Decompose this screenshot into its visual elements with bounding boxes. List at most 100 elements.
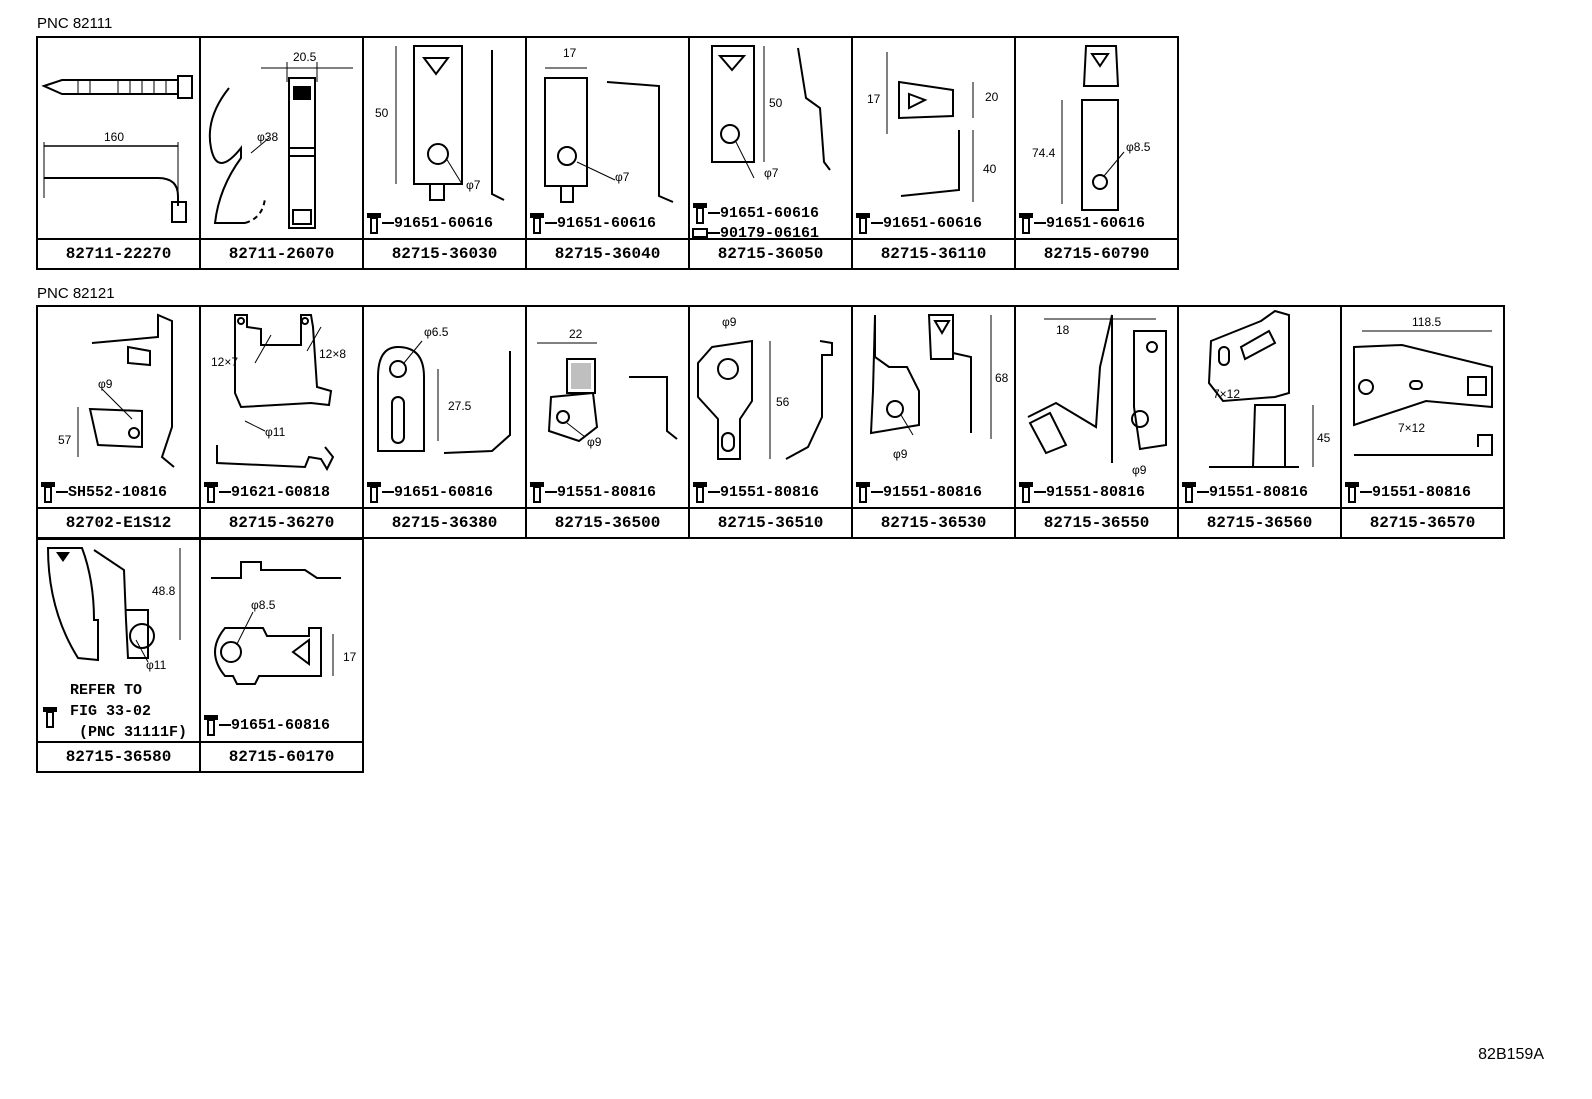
bolt-callout[interactable]: 91651-60616	[529, 212, 656, 234]
bolt-callout[interactable]: 91551-80816	[1018, 481, 1145, 503]
bracket-drawing	[537, 342, 678, 443]
part-cell[interactable]: φ9 56 91551-80816 82715-36510	[688, 305, 853, 539]
part-number[interactable]: 82715-60170	[201, 741, 362, 771]
bolt-part-number[interactable]: 91651-60616	[720, 204, 820, 222]
bolt-part-number[interactable]: 91551-80816	[720, 483, 820, 501]
part-number[interactable]: 82715-36560	[1179, 507, 1340, 537]
bolt-icon	[1019, 213, 1033, 234]
part-cell[interactable]: 118.5 7×12 91551-80816 82715-36570	[1340, 305, 1505, 539]
part-cell[interactable]: 48.8 φ11 REFER TO FIG 33-02 (PNC 31111F)…	[36, 538, 201, 773]
bolt-part-number[interactable]: 91651-60816	[394, 483, 494, 501]
part-number[interactable]: 82715-36050	[690, 238, 851, 268]
part-number[interactable]: 82715-36110	[853, 238, 1014, 268]
dimension-label: 7×12	[1398, 421, 1426, 435]
bolt-callout[interactable]: 91651-60816	[203, 714, 330, 736]
part-cell[interactable]: 12×7 12×8 φ11 91621-G0818 82715-36270	[199, 305, 364, 539]
part-number[interactable]: 82711-26070	[201, 238, 362, 268]
bolt-callout[interactable]: 91551-80816	[855, 481, 982, 503]
dimension-label: 50	[769, 96, 783, 110]
dimension-label: 57	[58, 433, 72, 447]
part-number[interactable]: 82715-36510	[690, 507, 851, 537]
leader-line	[708, 232, 720, 234]
dimension-label: 12×8	[319, 347, 347, 361]
part-cell[interactable]: 18 φ9 91551-80816 82715-36550	[1014, 305, 1179, 539]
leader-line	[1034, 491, 1046, 493]
bolt-callout[interactable]: 91551-80816	[1344, 481, 1471, 503]
bolt-part-number[interactable]: 91621-G0818	[231, 483, 331, 501]
bolt-part-number[interactable]: 91551-80816	[557, 483, 657, 501]
dimension-label: φ7	[466, 178, 481, 192]
dimension-label: 160	[104, 130, 125, 144]
clamp-drawing	[208, 62, 353, 229]
bolt-part-number[interactable]: 91651-60616	[394, 214, 494, 232]
part-number[interactable]: 82715-36040	[527, 238, 688, 268]
bolt-part-number[interactable]: 91651-60616	[1046, 214, 1146, 232]
dimension-label: φ8.5	[1126, 140, 1151, 154]
part-cell[interactable]: 20.5 φ38 82711-26070	[199, 36, 364, 270]
part-cell[interactable]: φ9 57 SH552-10816 82702-E1S12	[36, 305, 201, 539]
leader-line	[708, 212, 720, 214]
part-number[interactable]: 82715-36550	[1016, 507, 1177, 537]
dimension-label: φ9	[587, 435, 602, 449]
bolt-part-number[interactable]: 91651-60616	[557, 214, 657, 232]
dimension-label: φ9	[98, 377, 113, 391]
part-number[interactable]: 82715-60790	[1016, 238, 1177, 268]
dimension-label: 18	[1056, 323, 1070, 337]
part-number[interactable]: 82715-36030	[364, 238, 525, 268]
bolt-part-number[interactable]: 91551-80816	[1372, 483, 1472, 501]
bolt-callout[interactable]: 91651-60616	[366, 212, 493, 234]
bolt-part-number[interactable]: SH552-10816	[68, 483, 168, 501]
leader-line	[708, 491, 720, 493]
bolt-part-number[interactable]: 91551-80816	[1209, 483, 1309, 501]
part-cell[interactable]: 17 φ7 91651-60616 82715-36040	[525, 36, 690, 270]
leader-line	[1197, 491, 1209, 493]
bolt-callout[interactable]: 91651-60816	[366, 481, 493, 503]
part-cell[interactable]: 50 φ7 91651-60616 82715-36030	[362, 36, 527, 270]
part-number[interactable]: 82715-36580	[38, 741, 199, 771]
bolt-part-number[interactable]: 91551-80816	[883, 483, 983, 501]
bolt-part-number[interactable]: 91651-60816	[231, 716, 331, 734]
part-cell[interactable]: 50 φ7 91651-60616 90179-06161 82715-3605…	[688, 36, 853, 270]
part-cell[interactable]: 74.4 φ8.5 91651-60616 82715-60790	[1014, 36, 1179, 270]
bracket-assembly-drawing	[77, 313, 175, 468]
part-cell[interactable]: 22 φ9 91551-80816 82715-36500	[525, 305, 690, 539]
dimension-label: 17	[343, 650, 357, 664]
part-number[interactable]: 82702-E1S12	[38, 507, 199, 537]
bolt-part-number[interactable]: 91651-60616	[883, 214, 983, 232]
part-number[interactable]: 82711-22270	[38, 238, 199, 268]
bracket-drawing	[395, 45, 505, 201]
part-cell[interactable]: φ6.5 27.5 91651-60816 82715-36380	[362, 305, 527, 539]
bolt-part-number[interactable]: 90179-06161	[720, 224, 820, 242]
part-cell[interactable]: φ8.5 17 91651-60816 82715-60170	[199, 538, 364, 773]
bolt-callout[interactable]: 91621-G0818	[203, 481, 330, 503]
bolt-callout[interactable]: 91551-80816	[529, 481, 656, 503]
bolt-callout[interactable]: 91551-80816	[692, 481, 819, 503]
part-number[interactable]: 82715-36270	[201, 507, 362, 537]
part-cell[interactable]: 160 82711-22270	[36, 36, 201, 270]
bracket-drawing	[216, 314, 335, 472]
leader-line	[56, 491, 68, 493]
bolt-callout[interactable]: 91651-60616	[855, 212, 982, 234]
bolt-icon	[856, 482, 870, 503]
part-number[interactable]: 82715-36530	[853, 507, 1014, 537]
section-label-pnc-82111: PNC 82111	[37, 15, 113, 32]
bolt-icon	[856, 213, 870, 234]
part-cell[interactable]: 7×12 45 91551-80816 82715-36560	[1177, 305, 1342, 539]
part-number[interactable]: 82715-36570	[1342, 507, 1503, 537]
bolt-callout[interactable]: 91651-60616	[1018, 212, 1145, 234]
part-number[interactable]: 82715-36500	[527, 507, 688, 537]
bolt-callout[interactable]: 91651-60616	[692, 202, 819, 224]
bolt-part-number[interactable]: 91551-80816	[1046, 483, 1146, 501]
bracket-drawing	[46, 547, 181, 663]
bolt-callout[interactable]: 90179-06161	[692, 222, 819, 244]
bolt-callout[interactable]: 91551-80816	[1181, 481, 1308, 503]
part-cell[interactable]: 17 20 40 91651-60616 82715-36110	[851, 36, 1016, 270]
bolt-icon	[1019, 482, 1033, 503]
dimension-label: 12×7	[211, 355, 239, 369]
dimension-label: φ7	[615, 170, 630, 184]
dimension-label: φ9	[722, 315, 737, 329]
bracket-drawing	[377, 340, 511, 454]
part-cell[interactable]: 68 φ9 91551-80816 82715-36530	[851, 305, 1016, 539]
bolt-callout[interactable]: SH552-10816	[40, 481, 167, 503]
part-number[interactable]: 82715-36380	[364, 507, 525, 537]
